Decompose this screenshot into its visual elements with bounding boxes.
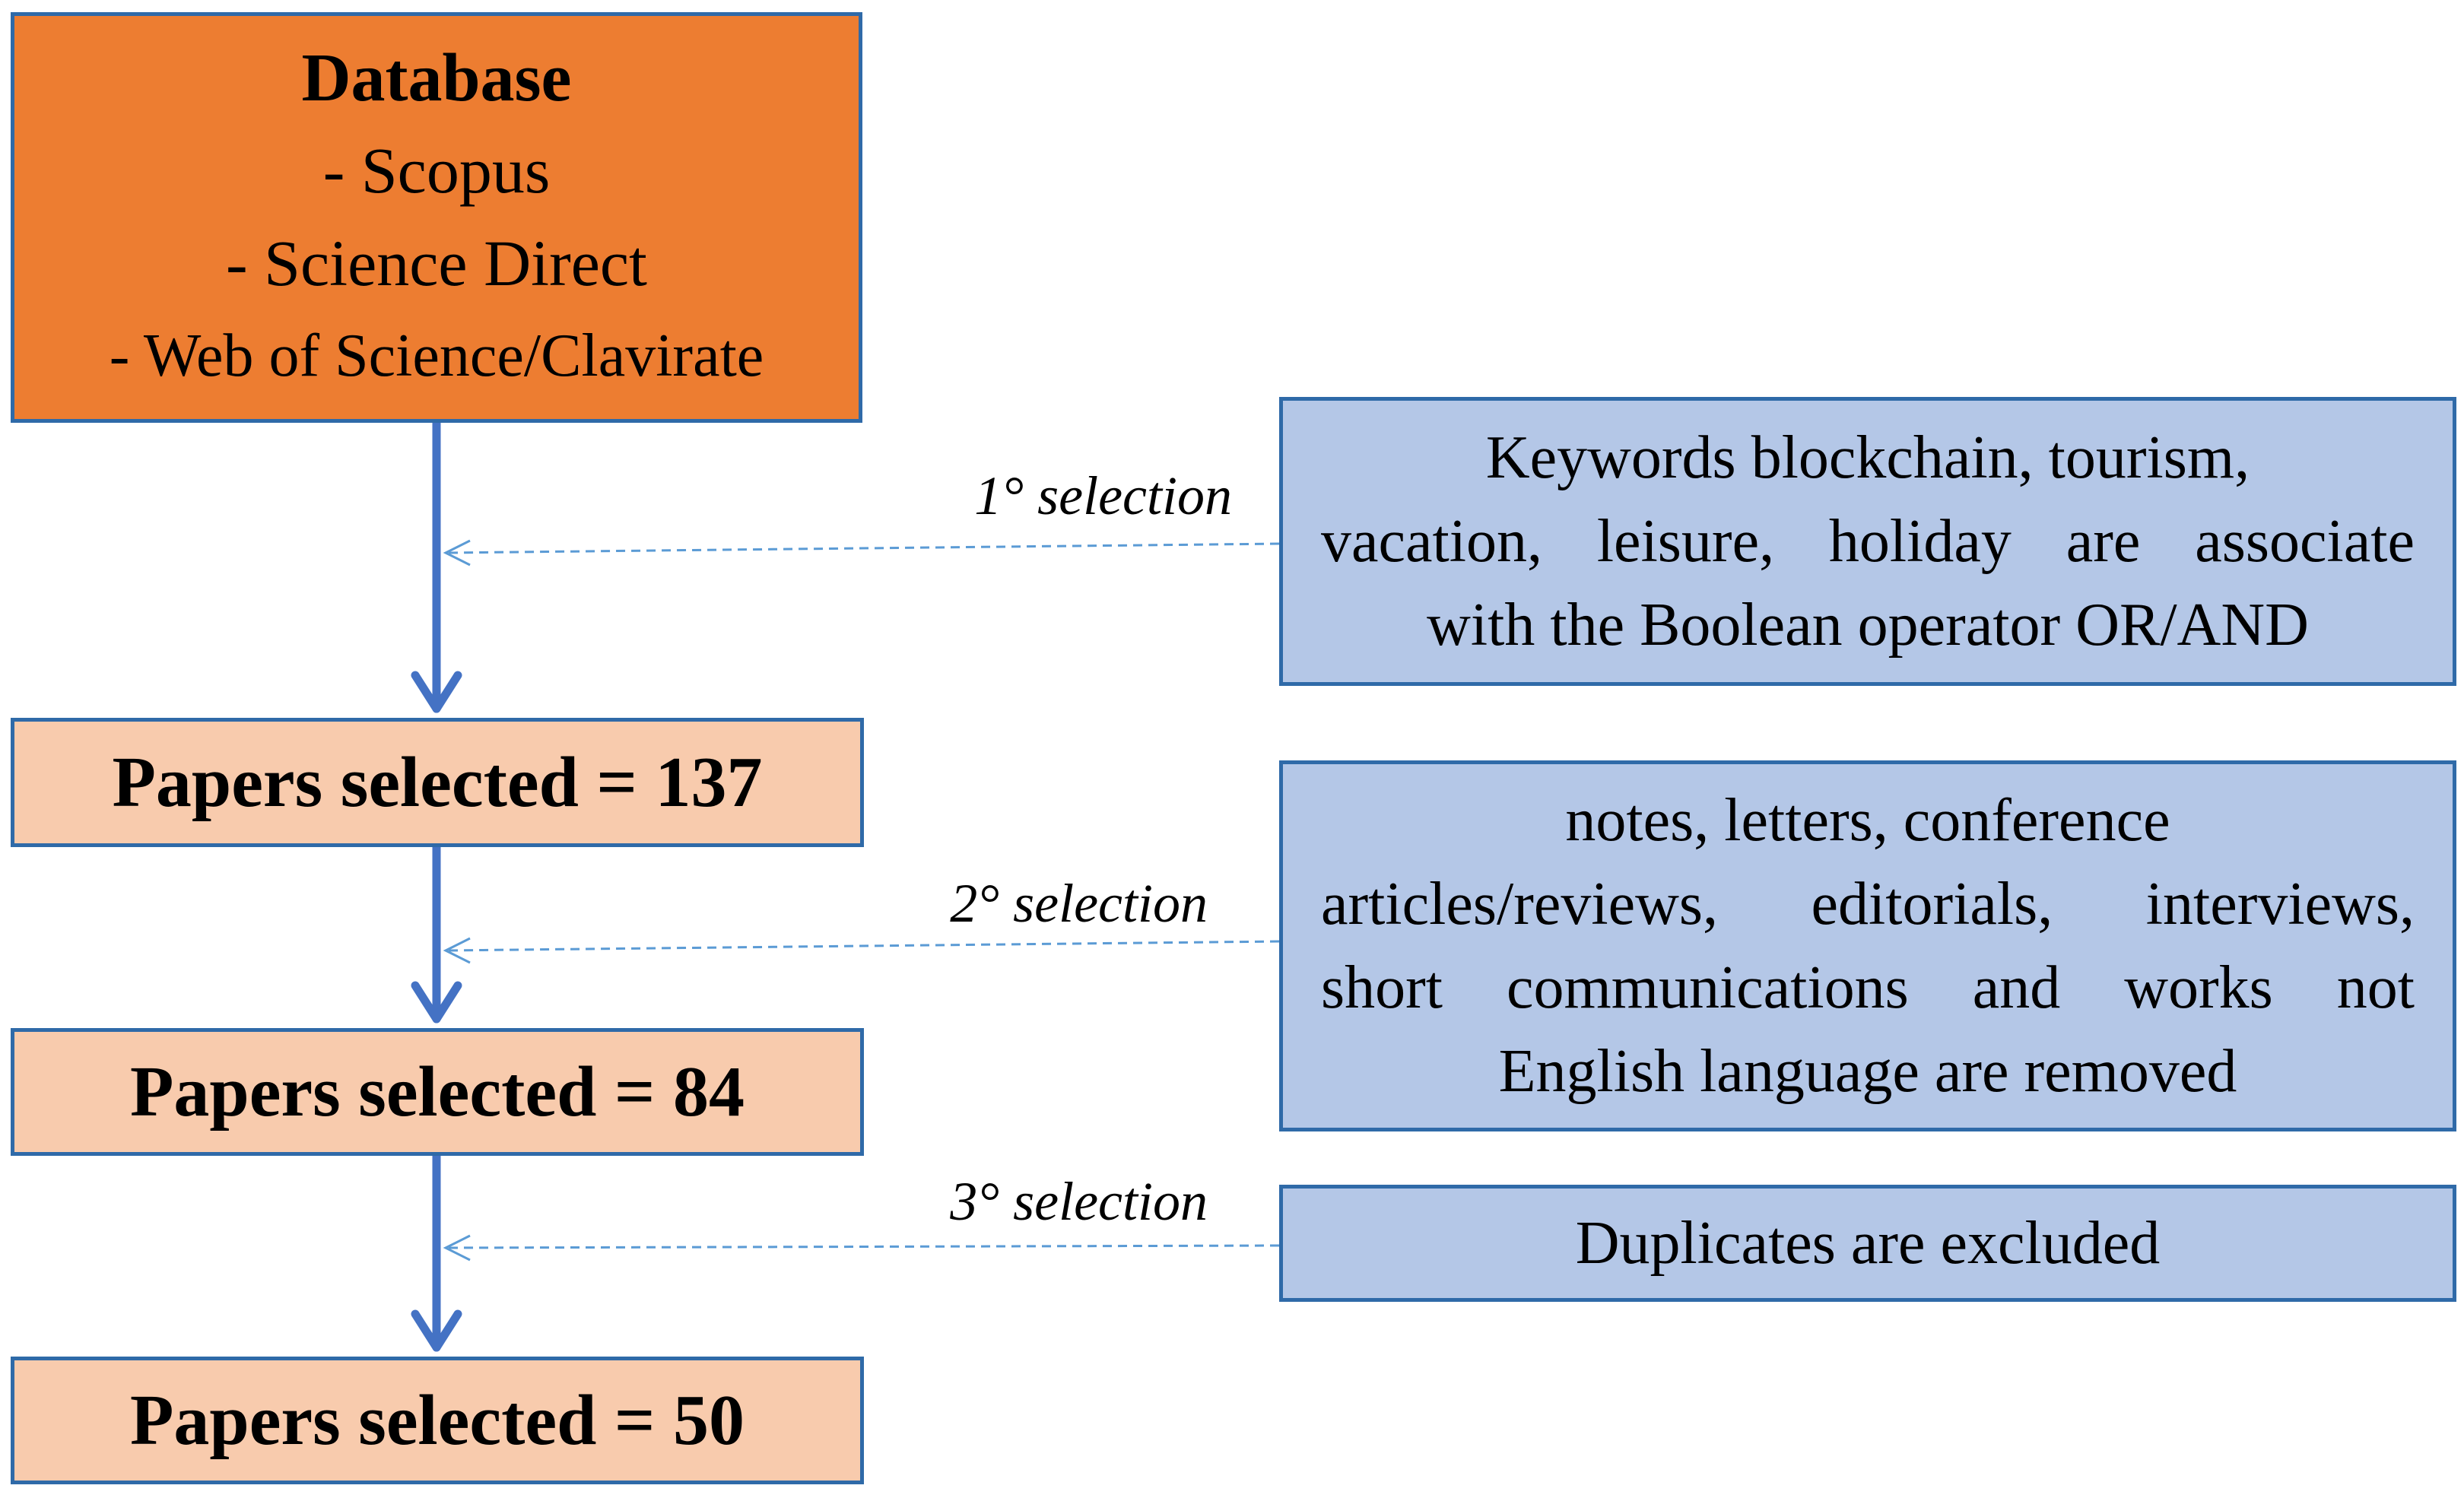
selection-label-2: 2° selection (950, 873, 1208, 934)
database-source-scopus: - Scopus (322, 134, 551, 207)
selection-connector-2 (445, 940, 1280, 952)
criteria-line: Duplicates are excluded (1575, 1210, 2161, 1277)
criteria-line: Keywords blockchain, tourism, (1485, 424, 2250, 491)
selection-arrowhead-3 (443, 1234, 471, 1262)
selection-label-1: 1° selection (974, 465, 1232, 526)
selection-label-3: 3° selection (950, 1171, 1208, 1232)
database-source-science-direct: - Science Direct (226, 227, 647, 300)
criteria-line: notes, letters, conference (1565, 787, 2170, 854)
papers-selected-stage-2: Papers selected = 84 (11, 1028, 864, 1156)
criteria-line: with the Boolean operator OR/AND (1427, 592, 2309, 659)
criteria-line: short communications and works not (1321, 954, 2415, 1021)
selection-connector-3 (445, 1244, 1280, 1249)
selection-arrowhead-2 (443, 937, 471, 964)
criteria-line: vacation, leisure, holiday are associate (1321, 508, 2415, 575)
selection-criteria-box-1: Keywords blockchain, tourism, vacation, … (1279, 397, 2456, 686)
flow-arrowhead-1 (411, 671, 462, 713)
database-title: Database (301, 40, 572, 116)
selection-criteria-box-2: notes, letters, conference articles/revi… (1279, 760, 2456, 1131)
papers-selected-stage-1: Papers selected = 137 (11, 718, 864, 847)
flow-arrowhead-3 (411, 1309, 462, 1352)
criteria-line: English language are removed (1498, 1038, 2237, 1105)
criteria-line: articles/reviews, editorials, interviews… (1321, 871, 2415, 938)
selection-criteria-box-3: Duplicates are excluded (1279, 1185, 2456, 1302)
selection-arrowhead-1 (443, 539, 471, 567)
flow-arrowhead-2 (411, 981, 462, 1024)
database-source-web-of-science: - Web of Science/Clavirate (109, 322, 764, 389)
papers-selected-stage-3: Papers selected = 50 (11, 1357, 864, 1484)
database-box: Database - Scopus - Science Direct - Web… (11, 12, 862, 423)
selection-connector-1 (445, 542, 1280, 554)
